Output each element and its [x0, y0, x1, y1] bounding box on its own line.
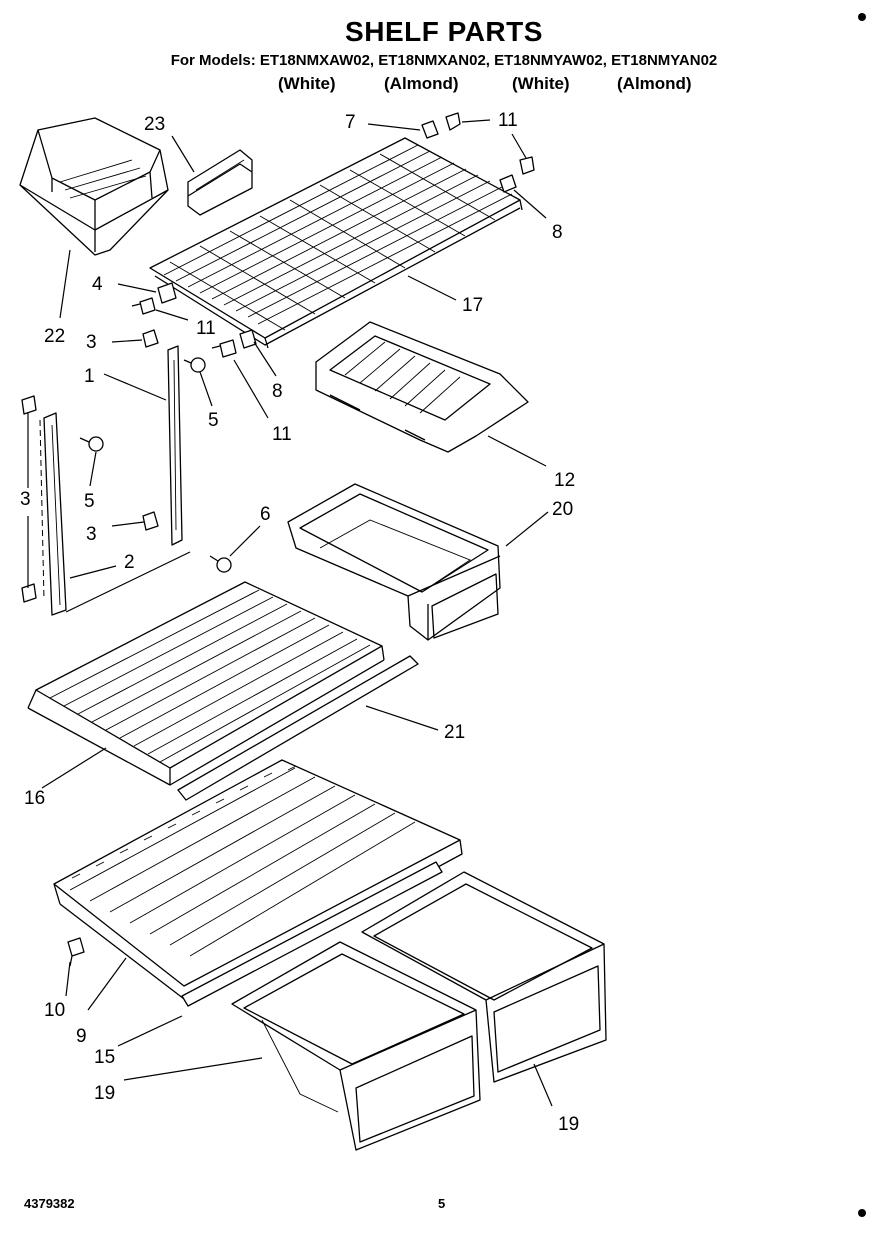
callout-23: 23 [144, 114, 165, 135]
part-10-clip [67, 937, 85, 967]
part-11-support-clip-mid [211, 339, 237, 358]
model-color-1: (White) [278, 74, 336, 93]
model-list: For Models: ET18NMXAW02, ET18NMXAN02, ET… [170, 52, 718, 69]
part-5-screw-upper [183, 357, 206, 373]
callout-8: 8 [552, 222, 563, 243]
part-11-support-clip-top [445, 112, 461, 131]
model-color-3: (White) [512, 74, 570, 93]
callout-15: 15 [94, 1047, 115, 1068]
callout-11: 11 [498, 110, 518, 131]
callout-2: 2 [124, 552, 135, 573]
part-21-shelf-trim [177, 655, 419, 801]
part-6-screw [209, 555, 232, 573]
rail-connector-line [65, 551, 191, 613]
callout-7: 7 [345, 112, 356, 133]
callout-21: 21 [444, 722, 465, 743]
part-23-shelf-trim [187, 149, 253, 216]
part-19-crisper-drawer-left [231, 941, 481, 1151]
callout-8: 8 [272, 381, 283, 402]
callout-10: 10 [44, 1000, 65, 1021]
page-title: SHELF PARTS [345, 16, 543, 47]
callout-16: 16 [24, 788, 45, 809]
part-3-rail-cap-mid [142, 511, 159, 531]
part-7-shelf-support [421, 120, 439, 139]
callout-22: 22 [44, 326, 65, 347]
callout-11: 11 [196, 318, 216, 339]
callout-19: 19 [558, 1114, 579, 1135]
callout-9: 9 [76, 1026, 87, 1047]
callout-1: 1 [84, 366, 95, 387]
registration-mark-bottom-right [858, 1209, 866, 1217]
callout-3: 3 [20, 489, 31, 510]
part-11-support-clip-left [131, 297, 156, 315]
callout-20: 20 [552, 499, 573, 520]
page-number: 5 [438, 1196, 446, 1211]
callout-6: 6 [260, 504, 271, 525]
callout-4: 4 [92, 274, 103, 295]
part-17-upper-wire-shelf [149, 137, 523, 349]
callout-11: 11 [272, 424, 292, 445]
callouts: 7 11 8 23 4 11 22 17 3 1 5 8 11 3 5 3 2 … [20, 110, 579, 1135]
part-22-deli-bin [19, 117, 169, 256]
callout-3: 3 [86, 332, 97, 353]
part-2-left-rail [39, 412, 67, 616]
callout-5: 5 [84, 491, 95, 512]
callout-3: 3 [86, 524, 97, 545]
part-12-snack-pan [315, 321, 529, 453]
part-9-crisper-cover [53, 759, 463, 1003]
model-color-2: (Almond) [384, 74, 459, 93]
part-1-vertical-rail [167, 345, 183, 546]
part-8-shelf-support-right [499, 174, 517, 193]
callout-12: 12 [554, 470, 575, 491]
part-3-rail-cap-left-top [21, 395, 37, 415]
part-11-support-clip-right [519, 156, 535, 175]
document-part-number: 4379382 [24, 1196, 75, 1211]
callout-17: 17 [462, 295, 483, 316]
part-8-shelf-support-left [239, 329, 257, 349]
part-3-rail-cap-left-bottom [21, 583, 37, 603]
registration-mark-top-right [858, 13, 866, 21]
part-16-lower-wire-shelf [27, 581, 385, 786]
leader-lines [27, 119, 553, 1107]
model-color-4: (Almond) [617, 74, 692, 93]
part-4-shelf-support [157, 282, 177, 304]
part-5-screw-lower [79, 436, 104, 452]
part-15-cover-trim [181, 861, 443, 1007]
part-3-rail-cap-top [142, 329, 159, 348]
callout-19: 19 [94, 1083, 115, 1104]
part-20-crisper-pan [287, 483, 501, 641]
part-19-crisper-drawer-right [361, 871, 607, 1083]
callout-5: 5 [208, 410, 219, 431]
